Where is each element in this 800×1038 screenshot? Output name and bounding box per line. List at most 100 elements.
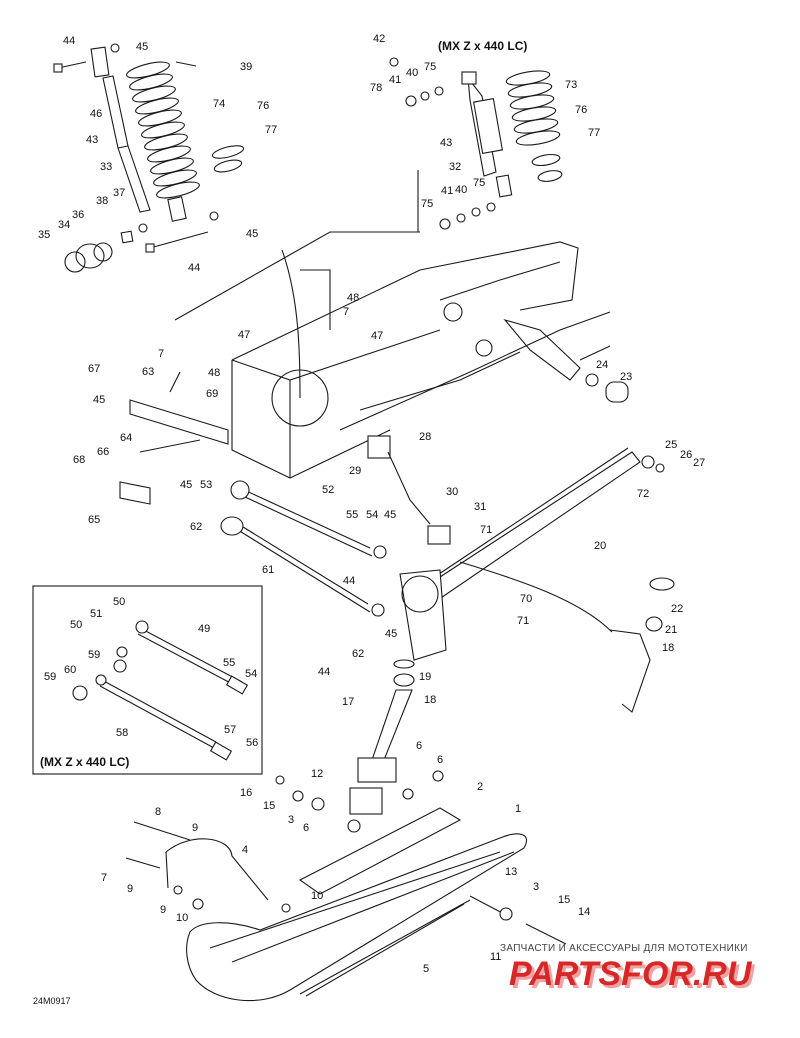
part-callout-16: 16 xyxy=(240,787,252,799)
part-callout-36: 36 xyxy=(72,209,84,221)
part-callout-29: 29 xyxy=(349,465,361,477)
steering-linkage xyxy=(119,371,451,617)
inset-variant-box xyxy=(32,585,263,775)
part-callout-45: 45 xyxy=(93,394,105,406)
part-callout-22: 22 xyxy=(671,603,683,615)
part-callout-20: 20 xyxy=(594,540,606,552)
part-callout-45: 45 xyxy=(384,509,396,521)
part-callout-77: 77 xyxy=(588,127,600,139)
part-callout-6: 6 xyxy=(437,754,443,766)
ski-assembly xyxy=(125,770,567,1002)
part-callout-3: 3 xyxy=(288,814,294,826)
part-callout-67: 67 xyxy=(88,363,100,375)
part-callout-76: 76 xyxy=(257,100,269,112)
part-callout-3: 3 xyxy=(533,881,539,893)
part-callout-1: 1 xyxy=(515,803,521,815)
part-callout-44: 44 xyxy=(343,575,355,587)
watermark-tagline: ЗАПЧАСТИ И АКСЕССУАРЫ ДЛЯ МОТОТЕХНИКИ xyxy=(500,943,748,954)
part-callout-68: 68 xyxy=(73,454,85,466)
part-callout-45: 45 xyxy=(136,41,148,53)
part-callout-6: 6 xyxy=(416,740,422,752)
part-callout-42: 42 xyxy=(373,33,385,45)
radius-rod-spindle xyxy=(357,447,675,783)
part-callout-60: 60 xyxy=(64,664,76,676)
part-callout-46: 46 xyxy=(90,108,102,120)
part-callout-57: 57 xyxy=(224,724,236,736)
part-callout-74: 74 xyxy=(213,98,225,110)
part-callout-64: 64 xyxy=(120,432,132,444)
watermark-logo-shadow: PARTSFOR.RU xyxy=(512,958,756,996)
part-callout-11: 11 xyxy=(490,951,501,963)
part-callout-62: 62 xyxy=(190,521,202,533)
part-callout-41: 41 xyxy=(389,74,401,86)
part-callout-9: 9 xyxy=(160,904,166,916)
part-callout-10: 10 xyxy=(311,890,323,902)
part-callout-51: 51 xyxy=(90,608,102,620)
part-callout-43: 43 xyxy=(440,137,452,149)
part-callout-5: 5 xyxy=(423,963,429,975)
part-callout-47: 47 xyxy=(371,330,383,342)
part-callout-18: 18 xyxy=(424,694,436,706)
part-callout-12: 12 xyxy=(311,768,323,780)
part-callout-19: 19 xyxy=(419,671,431,683)
part-callout-75: 75 xyxy=(421,198,433,210)
watermark-logo: PARTSFOR.RU xyxy=(509,955,753,993)
part-callout-48: 48 xyxy=(347,292,359,304)
part-callout-44: 44 xyxy=(318,666,330,678)
part-callout-76: 76 xyxy=(575,104,587,116)
part-callout-75: 75 xyxy=(424,61,436,73)
part-callout-56: 56 xyxy=(246,737,258,749)
part-callout-55: 55 xyxy=(223,657,235,669)
part-callout-18: 18 xyxy=(662,642,674,654)
part-callout-17: 17 xyxy=(342,696,354,708)
part-callout-50: 50 xyxy=(113,596,125,608)
part-callout-15: 15 xyxy=(558,894,570,906)
part-callout-65: 65 xyxy=(88,514,100,526)
part-callout-45: 45 xyxy=(385,628,397,640)
part-callout-49: 49 xyxy=(198,623,210,635)
part-callout-48: 48 xyxy=(208,367,220,379)
part-callout-53: 53 xyxy=(200,479,212,491)
part-callout-14: 14 xyxy=(578,906,590,918)
part-callout-13: 13 xyxy=(505,866,517,878)
part-callout-54: 54 xyxy=(366,509,378,521)
part-callout-27: 27 xyxy=(693,457,705,469)
part-callout-55: 55 xyxy=(346,509,358,521)
part-callout-50: 50 xyxy=(70,619,82,631)
part-callout-78: 78 xyxy=(370,82,382,94)
part-callout-6: 6 xyxy=(303,822,309,834)
part-callout-23: 23 xyxy=(620,371,632,383)
part-callout-75: 75 xyxy=(473,177,485,189)
part-callout-26: 26 xyxy=(680,449,692,461)
part-callout-39: 39 xyxy=(240,61,252,73)
part-callout-24: 24 xyxy=(596,359,608,371)
part-callout-70: 70 xyxy=(520,593,532,605)
part-callout-7: 7 xyxy=(158,348,164,360)
part-callout-61: 61 xyxy=(262,564,274,576)
part-callout-69: 69 xyxy=(206,388,218,400)
part-callout-71: 71 xyxy=(517,615,529,627)
part-callout-62: 62 xyxy=(352,648,364,660)
part-callout-59: 59 xyxy=(44,671,56,683)
part-callout-63: 63 xyxy=(142,366,154,378)
part-callout-30: 30 xyxy=(446,486,458,498)
part-callout-31: 31 xyxy=(474,501,486,513)
part-callout-25: 25 xyxy=(665,439,677,451)
part-callout-72: 72 xyxy=(637,488,649,500)
right-shock-assembly xyxy=(389,57,563,230)
part-callout-37: 37 xyxy=(113,187,125,199)
left-shock-assembly xyxy=(53,43,245,273)
part-callout-7: 7 xyxy=(343,306,349,318)
frame-chassis xyxy=(174,170,629,479)
part-callout-45: 45 xyxy=(246,228,258,240)
part-callout-9: 9 xyxy=(127,883,133,895)
top-variant-label: (MX Z x 440 LC) xyxy=(438,39,527,53)
part-callout-44: 44 xyxy=(188,262,200,274)
part-callout-41: 41 xyxy=(441,185,453,197)
part-callout-34: 34 xyxy=(58,219,70,231)
part-callout-52: 52 xyxy=(322,484,334,496)
part-callout-4: 4 xyxy=(242,844,248,856)
part-callout-40: 40 xyxy=(455,184,467,196)
part-callout-73: 73 xyxy=(565,79,577,91)
